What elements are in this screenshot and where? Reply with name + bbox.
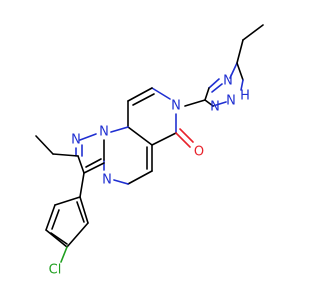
atom-n-triazole-2: N (210, 100, 220, 115)
atom-cl: Cl (49, 263, 62, 278)
atom-n-triazole-1: N (223, 74, 233, 89)
atom-n-pyridinone: N (171, 99, 181, 114)
atom-n-bridgehead: N (99, 125, 109, 140)
structure-svg: N N H N N O N N N Cl (35, 24, 264, 278)
atom-n-triazole-nh: N (226, 94, 236, 109)
bond-layer (35, 24, 264, 263)
atom-layer: N N H N N O N N N Cl (49, 74, 250, 278)
atom-n-pyrimidine: N (102, 173, 112, 188)
atom-o-carbonyl: O (194, 145, 204, 160)
molecule-diagram: N N H N N O N N N Cl (35, 24, 264, 278)
atom-h: H (240, 89, 250, 104)
atom-n-pyrazole: N (71, 133, 81, 148)
